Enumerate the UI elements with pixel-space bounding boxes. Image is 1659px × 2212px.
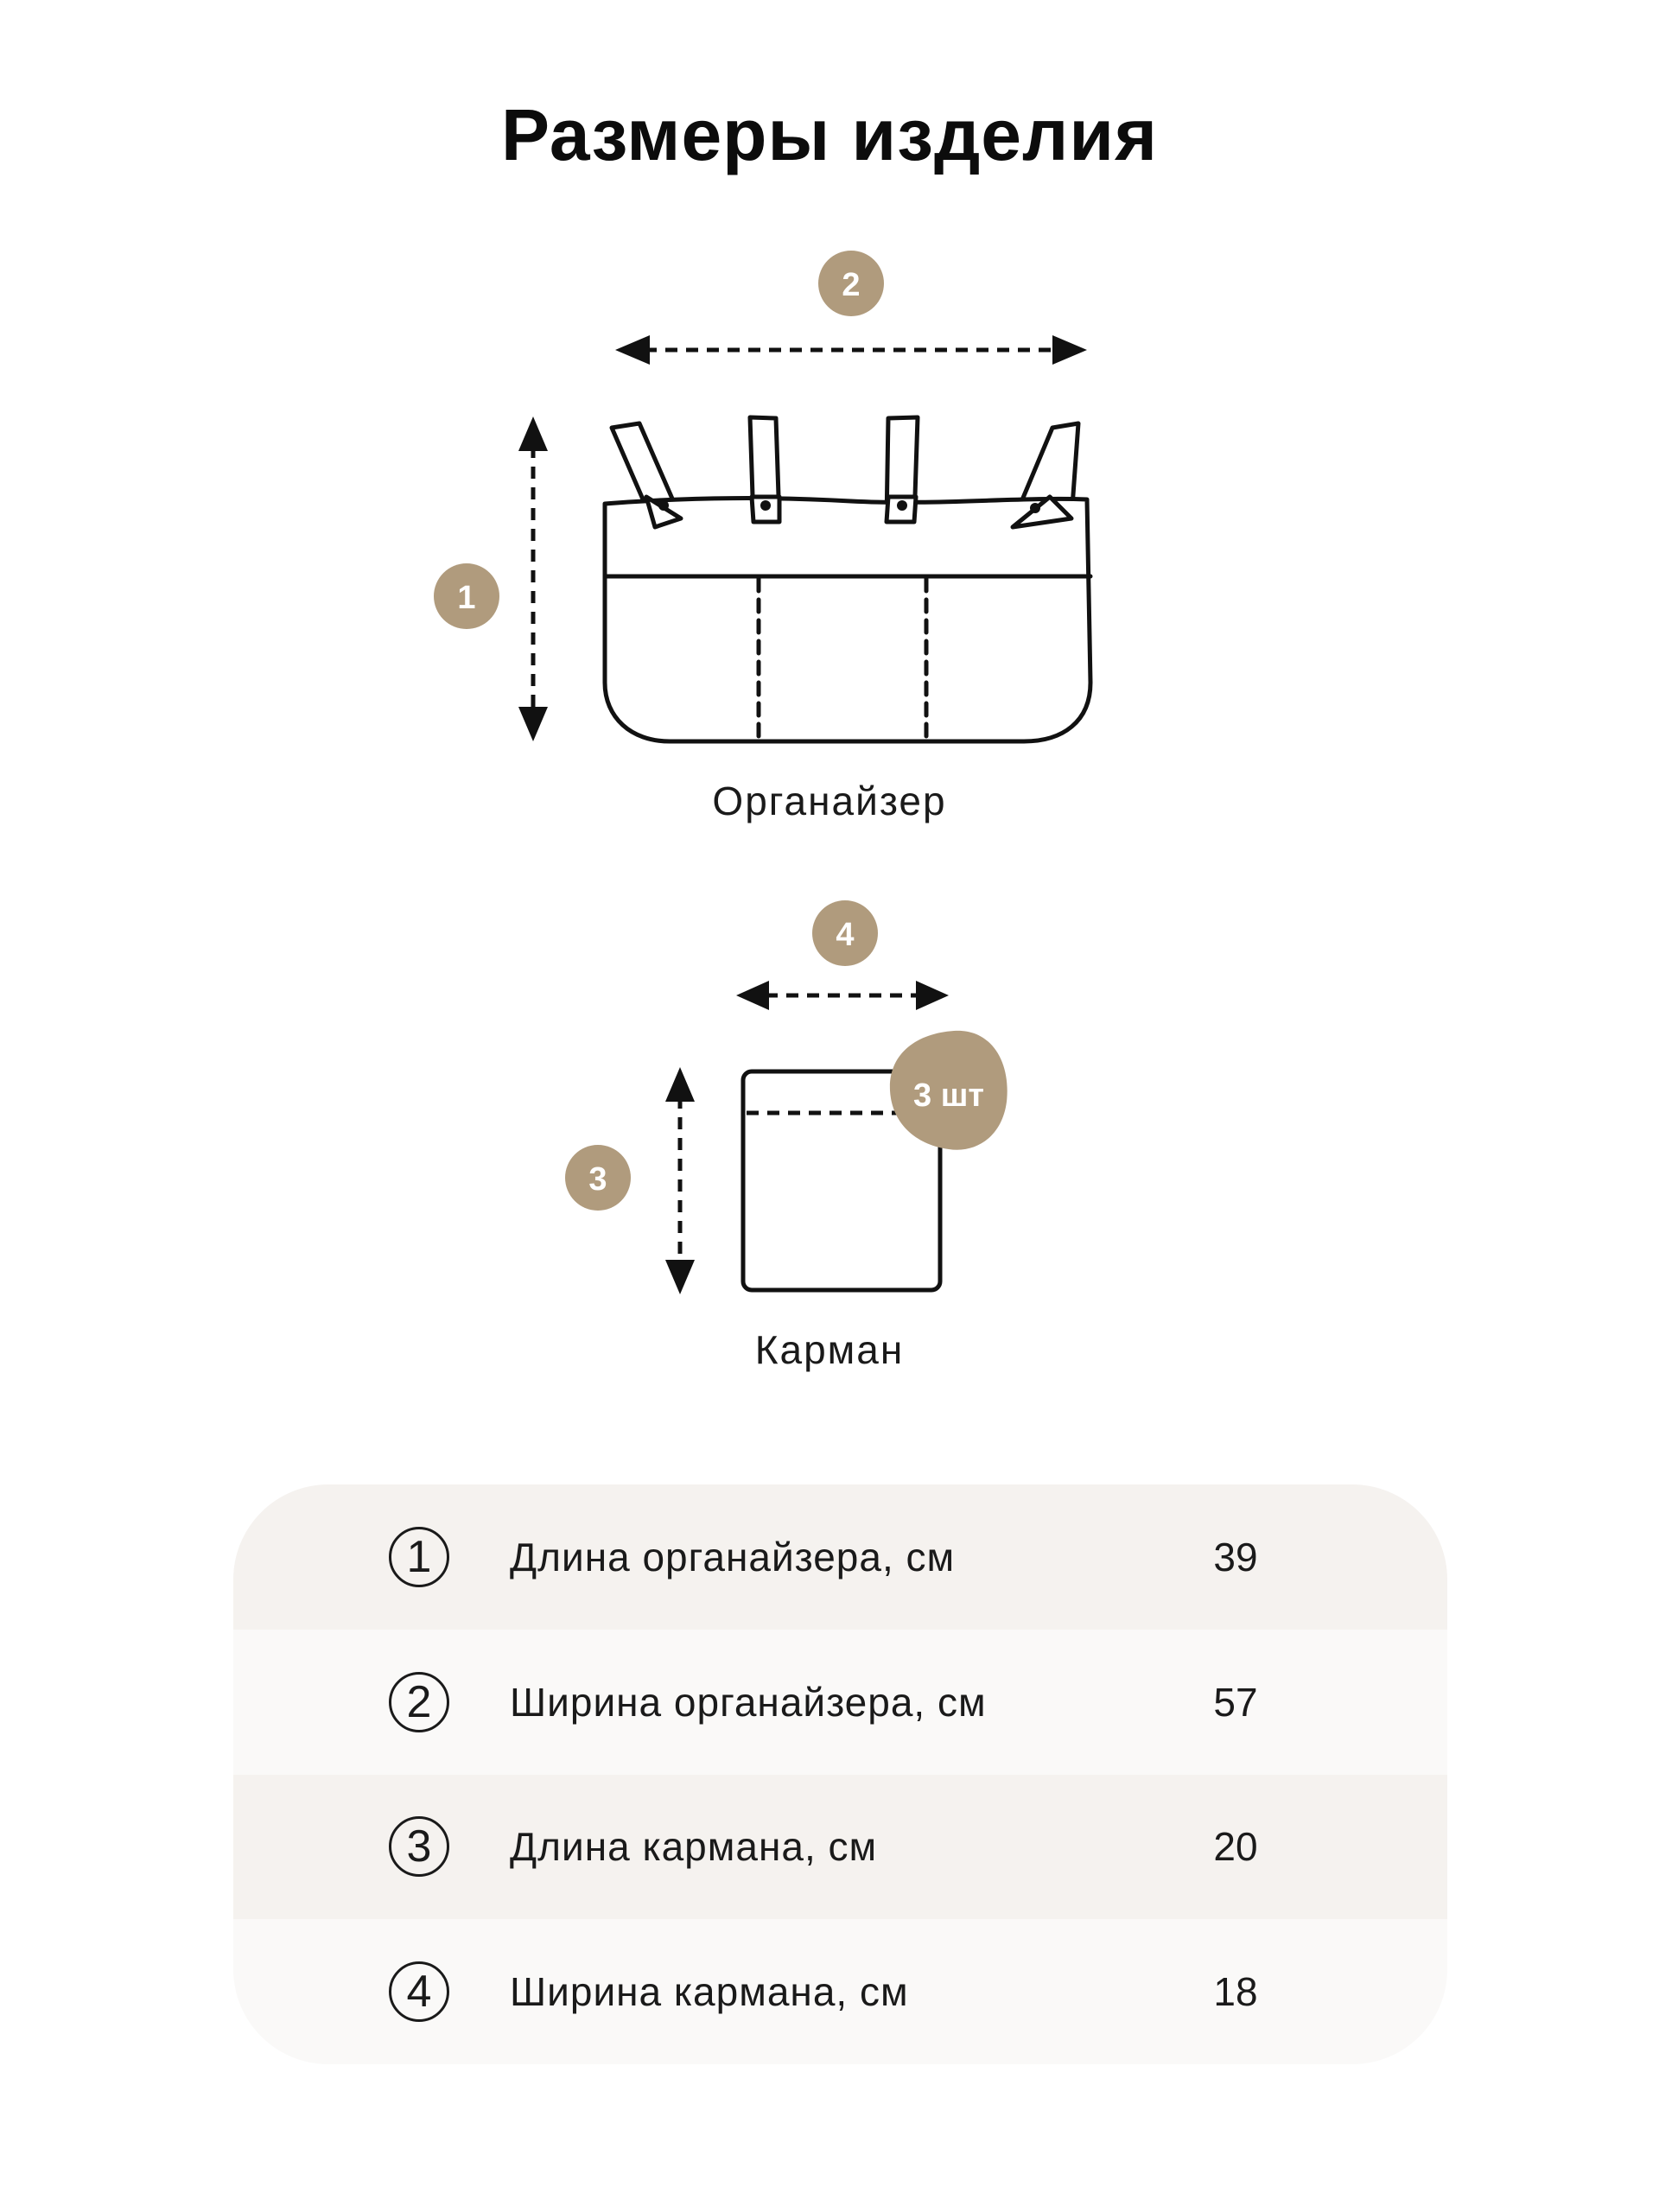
pocket-width-badge: 4 <box>812 900 878 966</box>
svg-text:1: 1 <box>457 580 475 616</box>
pocket-quantity-badge: 3 шт <box>889 1030 1007 1150</box>
row-value: 57 <box>1213 1679 1258 1725</box>
row-label: Ширина кармана, см <box>510 1969 909 2015</box>
svg-text:3: 3 <box>588 1161 607 1198</box>
dimensions-diagram: 2 1 <box>434 251 1093 1294</box>
organizer-caption: Органайзер <box>712 779 947 823</box>
row-value: 20 <box>1213 1824 1258 1870</box>
row-label: Длина органайзера, см <box>510 1534 956 1580</box>
page-title: Размеры изделия <box>500 94 1158 175</box>
row-value: 18 <box>1213 1969 1258 2015</box>
dimensions-table: 1 Длина органайзера, см 39 2 Ширина орга… <box>233 1484 1447 2064</box>
organizer-width-arrow <box>615 335 1087 365</box>
pocket-body <box>741 1069 943 1293</box>
row-number-circle: 2 <box>389 1671 449 1732</box>
row-number-circle: 1 <box>389 1526 449 1587</box>
pocket-drawing <box>741 1069 943 1293</box>
svg-text:4: 4 <box>836 917 854 953</box>
svg-text:3 шт: 3 шт <box>913 1077 984 1114</box>
strap-buttons <box>658 500 1040 513</box>
pocket-caption: Карман <box>754 1327 905 1372</box>
organizer-drawing <box>602 415 1093 744</box>
organizer-length-badge: 1 <box>434 563 499 629</box>
organizer-body <box>602 496 1093 744</box>
table-row: 3 Длина кармана, см 20 <box>233 1774 1447 1920</box>
pocket-length-badge: 3 <box>565 1145 631 1211</box>
row-label: Ширина органайзера, см <box>510 1679 987 1725</box>
svg-text:2: 2 <box>842 267 860 303</box>
row-number-circle: 4 <box>389 1961 449 2023</box>
pocket-width-arrow <box>736 981 949 1010</box>
organizer-length-arrow <box>518 416 548 741</box>
organizer-width-badge: 2 <box>818 251 884 316</box>
table-row: 4 Ширина кармана, см 18 <box>233 1919 1447 2064</box>
pocket-length-arrow <box>665 1067 695 1294</box>
row-number-circle: 3 <box>389 1816 449 1878</box>
table-row: 1 Длина органайзера, см 39 <box>233 1484 1447 1630</box>
table-row: 2 Ширина органайзера, см 57 <box>233 1629 1447 1775</box>
row-value: 39 <box>1213 1534 1258 1580</box>
row-label: Длина кармана, см <box>510 1824 878 1870</box>
